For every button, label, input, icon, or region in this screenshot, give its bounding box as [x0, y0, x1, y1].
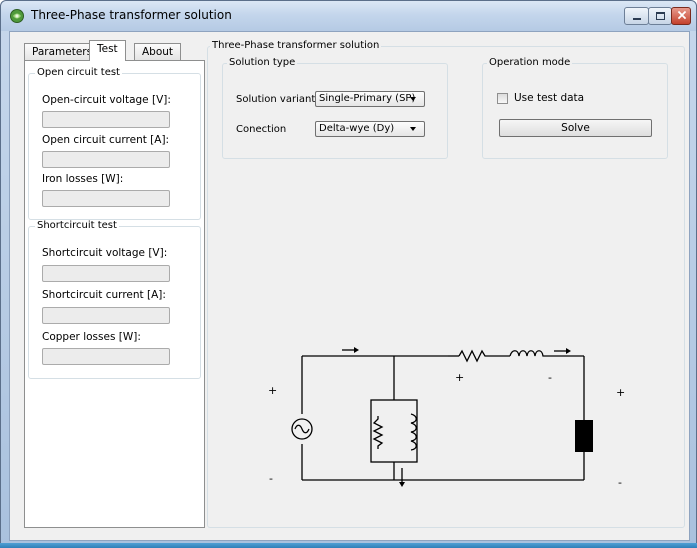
shunt-inductor-icon: [410, 413, 417, 451]
minimize-icon: [633, 18, 641, 20]
window-title: Three-Phase transformer solution: [31, 8, 232, 22]
solution-area: Three-Phase transformer solution Solutio…: [205, 32, 690, 540]
solution-variant-value: Single-Primary (SP): [319, 93, 416, 104]
load-plus-label: +: [616, 386, 625, 399]
close-icon: [677, 10, 687, 20]
open-circuit-group: Open circuit test Open-circuit voltage […: [28, 67, 201, 220]
iron-losses-input[interactable]: [42, 190, 170, 207]
main-group-title: Three-Phase transformer solution: [210, 40, 382, 51]
chevron-down-icon: [410, 127, 416, 131]
minimize-button[interactable]: [624, 7, 649, 25]
maximize-button[interactable]: [648, 7, 672, 25]
shunt-branch-box: [370, 399, 418, 463]
chevron-down-icon: [410, 97, 416, 101]
load-icon: [575, 420, 593, 452]
use-test-data-label[interactable]: Use test data: [514, 92, 585, 104]
open-circuit-voltage-input[interactable]: [42, 111, 170, 128]
copper-losses-label: Copper losses [W]:: [42, 331, 141, 343]
app-icon: [10, 9, 24, 23]
load-minus-label: -: [618, 476, 622, 489]
connection-label: Conection: [236, 124, 287, 135]
series-resistor-icon: [458, 349, 510, 363]
solution-type-title: Solution type: [227, 57, 298, 68]
open-circuit-voltage-label: Open-circuit voltage [V]:: [42, 94, 171, 106]
short-circuit-title: Shortcircuit test: [35, 220, 119, 231]
short-circuit-voltage-input[interactable]: [42, 265, 170, 282]
source-minus-label: -: [269, 472, 273, 485]
series-inductor-icon: [509, 350, 584, 357]
ac-source-icon: [291, 418, 313, 440]
copper-losses-input[interactable]: [42, 348, 170, 365]
taskbar-strip: [0, 543, 697, 548]
connection-select[interactable]: Delta-wye (Dy): [315, 121, 425, 137]
short-circuit-group: Shortcircuit test Shortcircuit voltage […: [28, 220, 201, 379]
solution-type-group: Solution type Solution variant Single-Pr…: [222, 57, 448, 159]
title-bar[interactable]: Three-Phase transformer solution: [1, 1, 696, 31]
tab-test[interactable]: Test: [89, 40, 126, 61]
test-tab-panel: Open circuit test Open-circuit voltage […: [24, 60, 205, 528]
solve-button[interactable]: Solve: [499, 119, 652, 137]
connection-value: Delta-wye (Dy): [319, 123, 395, 134]
short-circuit-voltage-label: Shortcircuit voltage [V]:: [42, 247, 168, 259]
short-circuit-current-label: Shortcircuit current [A]:: [42, 289, 166, 301]
client-area: Parameters Test About Open circuit test …: [9, 31, 690, 541]
close-button[interactable]: [671, 7, 691, 25]
iron-losses-label: Iron losses [W]:: [42, 173, 124, 185]
tab-about[interactable]: About: [134, 43, 182, 61]
arrowhead-icon-2: [566, 348, 571, 354]
solution-variant-label: Solution variant: [236, 94, 316, 105]
operation-mode-group: Operation mode Use test data Solve: [482, 57, 668, 159]
maximize-icon: [656, 12, 665, 20]
open-circuit-current-input[interactable]: [42, 151, 170, 168]
arrowhead-icon-3: [399, 482, 405, 487]
operation-mode-title: Operation mode: [487, 57, 573, 68]
solution-variant-select[interactable]: Single-Primary (SP): [315, 91, 425, 107]
open-circuit-title: Open circuit test: [35, 67, 122, 78]
equivalent-circuit-diagram: + - + - + -: [268, 347, 625, 489]
inductor-minus-label: -: [548, 371, 552, 384]
ac-source-wave: [294, 424, 310, 434]
open-circuit-current-label: Open circuit current [A]:: [42, 134, 170, 146]
shunt-resistor-icon: [372, 416, 384, 449]
main-solution-group: Three-Phase transformer solution Solutio…: [207, 40, 685, 528]
arrowhead-icon: [354, 347, 359, 353]
resistor-plus-label: +: [455, 371, 464, 384]
short-circuit-current-input[interactable]: [42, 307, 170, 324]
use-test-data-checkbox[interactable]: [497, 93, 508, 104]
source-plus-label: +: [268, 384, 277, 397]
